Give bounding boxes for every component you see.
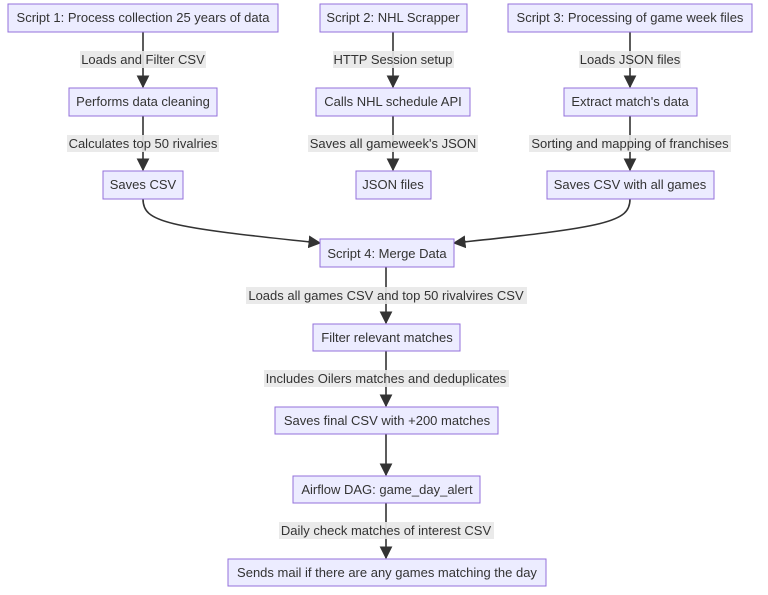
edge-label-text: Loads and Filter CSV xyxy=(81,52,205,67)
node-airflow-dag: Airflow DAG: game_day_alert xyxy=(292,475,481,504)
node-label: JSON files xyxy=(362,177,424,192)
node-json-files: JSON files xyxy=(355,170,432,200)
node-label: Script 1: Process collection 25 years of… xyxy=(17,10,271,25)
node-label: Script 2: NHL Scrapper xyxy=(326,10,460,25)
edge-label-text: Includes Oilers matches and deduplicates xyxy=(266,371,507,386)
node-label: Saves CSV xyxy=(110,177,177,192)
edge-labels: Loads and Filter CSV Calculates top 50 r… xyxy=(67,51,731,539)
node-extract-match-data: Extract match's data xyxy=(563,87,698,117)
edge-label-merge-filter: Loads all games CSV and top 50 rivalvire… xyxy=(246,287,527,304)
node-label: Script 3: Processing of game week files xyxy=(517,10,744,25)
edge-savecsv-to-merge xyxy=(142,198,322,249)
node-label: Filter relevant matches xyxy=(321,330,453,345)
edge-label-text: Loads all games CSV and top 50 rivalvire… xyxy=(248,288,524,303)
edge-saveall-to-merge xyxy=(452,198,631,249)
node-label: Saves final CSV with +200 matches xyxy=(284,413,491,428)
edge-label-s3-extract: Loads JSON files xyxy=(579,51,681,68)
node-calls-nhl-api: Calls NHL schedule API xyxy=(315,87,471,117)
edge-label-clean-save: Calculates top 50 rivalries xyxy=(67,135,219,152)
node-label: Sends mail if there are any games matchi… xyxy=(237,565,537,580)
edge-label-text: Loads JSON files xyxy=(580,52,681,67)
node-label: Extract match's data xyxy=(571,94,689,109)
node-performs-data-cleaning: Performs data cleaning xyxy=(68,87,218,117)
edge-label-airflow-mail: Daily check matches of interest CSV xyxy=(279,522,494,539)
edge-label-text: HTTP Session setup xyxy=(334,52,453,67)
node-label: Airflow DAG: game_day_alert xyxy=(301,482,473,497)
edge-label-filter-final: Includes Oilers matches and deduplicates xyxy=(264,370,509,387)
edge-label-text: Daily check matches of interest CSV xyxy=(281,523,492,538)
edge-label-text: Calculates top 50 rivalries xyxy=(69,136,218,151)
node-label: Script 4: Merge Data xyxy=(327,246,447,261)
edge-label-s2-api: HTTP Session setup xyxy=(333,51,454,68)
node-label: Calls NHL schedule API xyxy=(324,94,462,109)
node-script-1: Script 1: Process collection 25 years of… xyxy=(7,3,279,33)
edge-label-s1-clean: Loads and Filter CSV xyxy=(80,51,206,68)
edge-label-extract-save: Sorting and mapping of franchises xyxy=(529,135,731,152)
node-saves-final-csv: Saves final CSV with +200 matches xyxy=(274,406,499,435)
edge-label-text: Sorting and mapping of franchises xyxy=(531,136,729,151)
node-sends-mail: Sends mail if there are any games matchi… xyxy=(227,558,547,587)
nodes: Script 1: Process collection 25 years of… xyxy=(7,3,753,587)
node-script-2: Script 2: NHL Scrapper xyxy=(319,3,468,33)
node-label: Performs data cleaning xyxy=(76,94,210,109)
node-script-4-merge: Script 4: Merge Data xyxy=(319,238,455,268)
edge-label-text: Saves all gameweek's JSON xyxy=(310,136,477,151)
edge-label-api-json: Saves all gameweek's JSON xyxy=(308,135,478,152)
node-label: Saves CSV with all games xyxy=(554,177,707,192)
node-saves-csv: Saves CSV xyxy=(102,170,184,200)
node-script-3: Script 3: Processing of game week files xyxy=(507,3,753,33)
node-filter-relevant-matches: Filter relevant matches xyxy=(312,323,461,352)
node-saves-csv-all-games: Saves CSV with all games xyxy=(546,170,715,200)
